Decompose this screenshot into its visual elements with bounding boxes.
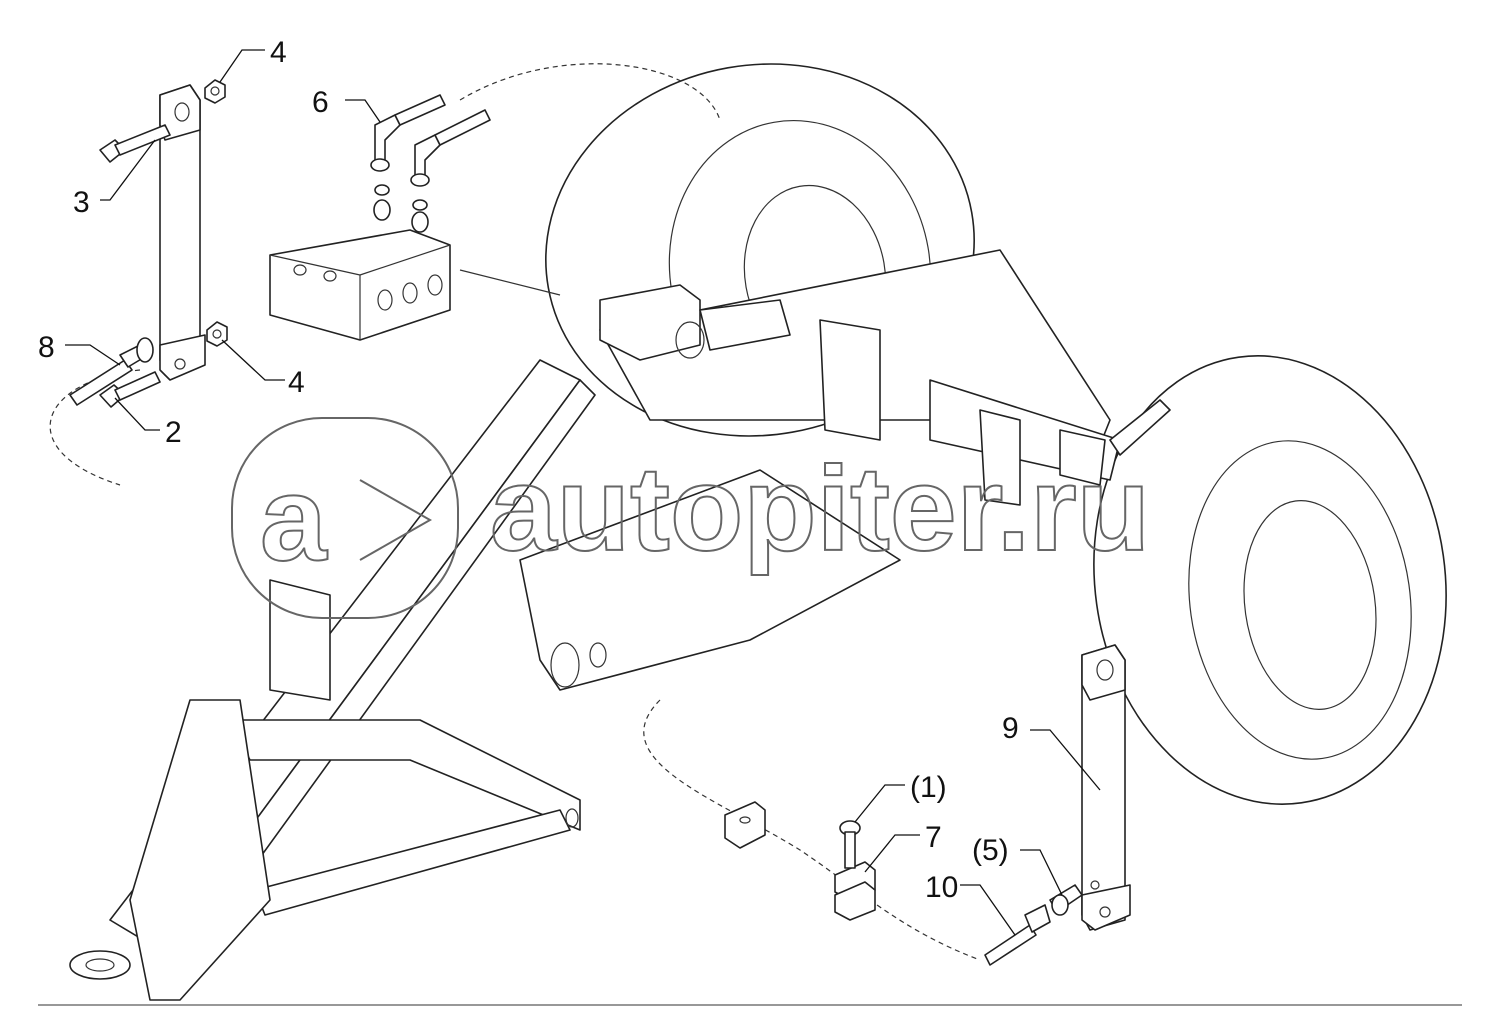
rear-tire-lower bbox=[1093, 355, 1447, 805]
nut-4-top bbox=[204, 79, 226, 104]
watermark-text: autopiter.ru bbox=[490, 442, 1150, 576]
hose-clamp-7 bbox=[724, 801, 876, 921]
hydraulic-cylinder-9 bbox=[1081, 644, 1131, 931]
callout-3: 3 bbox=[73, 186, 90, 219]
control-valve-block bbox=[269, 229, 451, 341]
leader-lines bbox=[65, 49, 1101, 936]
hose-fitting-6 bbox=[370, 94, 491, 233]
fitting-8 bbox=[69, 337, 154, 406]
screw-1 bbox=[839, 820, 861, 869]
hose-line-upper bbox=[459, 63, 721, 121]
callout-labels: 4 6 3 8 4 2 9 (1) 7 (5) 10 bbox=[38, 36, 1019, 904]
callout-4-top: 4 bbox=[270, 36, 287, 69]
callout-10: 10 bbox=[925, 871, 958, 904]
bolt-3 bbox=[99, 124, 171, 163]
callout-7: 7 bbox=[925, 821, 942, 854]
callout-1: (1) bbox=[910, 771, 947, 804]
callout-5: (5) bbox=[972, 834, 1009, 867]
hose-line-valve bbox=[459, 269, 561, 296]
hose-line-lower bbox=[643, 699, 981, 961]
bolt-2 bbox=[99, 371, 161, 408]
hydraulic-cylinder-upper bbox=[159, 84, 206, 381]
callout-6: 6 bbox=[312, 86, 329, 119]
fitting-10 bbox=[984, 904, 1051, 966]
callout-2: 2 bbox=[165, 416, 182, 449]
callout-8: 8 bbox=[38, 331, 55, 364]
fitting-5 bbox=[1049, 884, 1083, 916]
callout-4-mid: 4 bbox=[288, 366, 305, 399]
callout-9: 9 bbox=[1002, 712, 1019, 745]
watermark-logo: a autopiter.ru bbox=[231, 417, 1151, 619]
control-valve-block-mounted bbox=[599, 284, 791, 361]
hose-line-left bbox=[49, 369, 141, 486]
watermark-badge-letter: a bbox=[260, 452, 328, 586]
main-frame bbox=[69, 249, 1171, 1001]
